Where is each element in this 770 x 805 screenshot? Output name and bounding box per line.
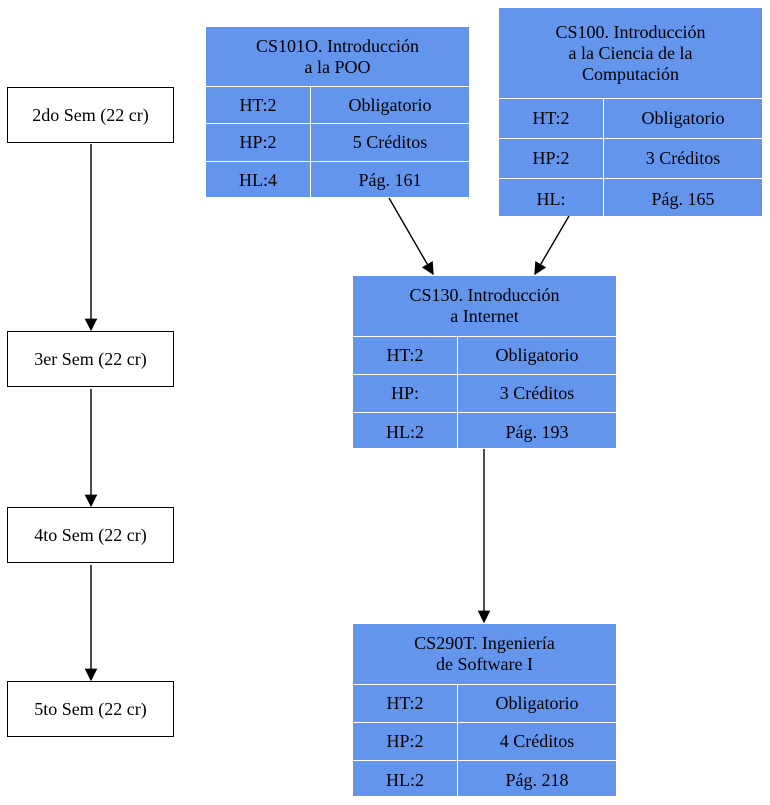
hl-cell: HL:4 — [206, 162, 311, 199]
edge-cs100-cs130 — [534, 215, 570, 276]
course-row-ht: HT:2 Obligatorio — [353, 337, 616, 375]
edge-cs101o-cs130 — [388, 197, 434, 276]
course-title-line: a la Ciencia de la — [568, 42, 693, 63]
course-title-line: CS100. Introducción — [555, 21, 706, 42]
ht-cell: HT:2 — [353, 337, 458, 374]
hp-cell: HP:2 — [206, 124, 311, 161]
hp-cell: HP: — [353, 375, 458, 412]
course-row-hl: HL:2 Pág. 218 — [353, 761, 616, 799]
credits-cell: 3 Créditos — [645, 148, 721, 168]
course-title-line: CS290T. Ingeniería — [414, 633, 555, 653]
hl-cell: HL:2 — [353, 761, 458, 799]
course-node-cs101o: CS101O. Introducción a la POO HT:2 Oblig… — [206, 27, 469, 199]
semester-node-5to: 5to Sem (22 cr) — [7, 681, 174, 737]
course-row-hl: HL:4 Pág. 161 — [206, 162, 469, 199]
type-cell: Obligatorio — [641, 108, 725, 128]
course-title-line: CS101O. Introducción — [256, 35, 419, 56]
course-row-ht: HT:2 Obligatorio — [206, 87, 469, 124]
course-title-line: a la POO — [304, 56, 371, 77]
course-title-line: Computación — [582, 63, 679, 84]
course-row-hl: HL: Pág. 165 — [499, 179, 762, 219]
course-row-hp: HP: 3 Créditos — [353, 375, 616, 413]
semester-node-4to: 4to Sem (22 cr) — [7, 507, 174, 563]
type-cell: Obligatorio — [495, 345, 579, 365]
page-cell: Pág. 161 — [358, 170, 422, 190]
course-title-line: a Internet — [450, 306, 519, 326]
course-title-line: de Software I — [436, 654, 533, 674]
course-row-hl: HL:2 Pág. 193 — [353, 413, 616, 451]
type-cell: Obligatorio — [495, 693, 579, 713]
page-cell: Pág. 165 — [651, 188, 715, 209]
course-title-line: CS130. Introducción — [409, 285, 560, 305]
semester-node-2do: 2do Sem (22 cr) — [7, 87, 174, 143]
semester-node-3er: 3er Sem (22 cr) — [7, 331, 174, 387]
course-title: CS290T. Ingeniería de Software I — [353, 624, 616, 685]
course-row-hp: HP:2 4 Créditos — [353, 723, 616, 761]
course-title: CS130. Introducción a Internet — [353, 276, 616, 337]
credits-cell: 3 Créditos — [499, 383, 575, 403]
course-node-cs100: CS100. Introducción a la Ciencia de la C… — [499, 8, 762, 219]
ht-cell: HT:2 — [499, 99, 604, 138]
course-title: CS100. Introducción a la Ciencia de la C… — [499, 8, 762, 99]
credits-cell: 4 Créditos — [499, 731, 575, 751]
page-cell: Pág. 193 — [505, 421, 569, 442]
course-node-cs290t: CS290T. Ingeniería de Software I HT:2 Ob… — [353, 624, 616, 799]
course-node-cs130: CS130. Introducción a Internet HT:2 Obli… — [353, 276, 616, 451]
ht-cell: HT:2 — [353, 685, 458, 722]
hl-cell: HL:2 — [353, 413, 458, 451]
ht-cell: HT:2 — [206, 87, 311, 123]
course-row-ht: HT:2 Obligatorio — [353, 685, 616, 723]
course-row-hp: HP:2 3 Créditos — [499, 139, 762, 179]
page-cell: Pág. 218 — [505, 769, 569, 790]
course-title: CS101O. Introducción a la POO — [206, 27, 469, 87]
type-cell: Obligatorio — [348, 94, 432, 115]
hl-cell: HL: — [499, 179, 604, 219]
hp-cell: HP:2 — [353, 723, 458, 760]
course-row-ht: HT:2 Obligatorio — [499, 99, 762, 139]
hp-cell: HP:2 — [499, 139, 604, 178]
course-row-hp: HP:2 5 Créditos — [206, 124, 469, 162]
credits-cell: 5 Créditos — [352, 132, 428, 152]
